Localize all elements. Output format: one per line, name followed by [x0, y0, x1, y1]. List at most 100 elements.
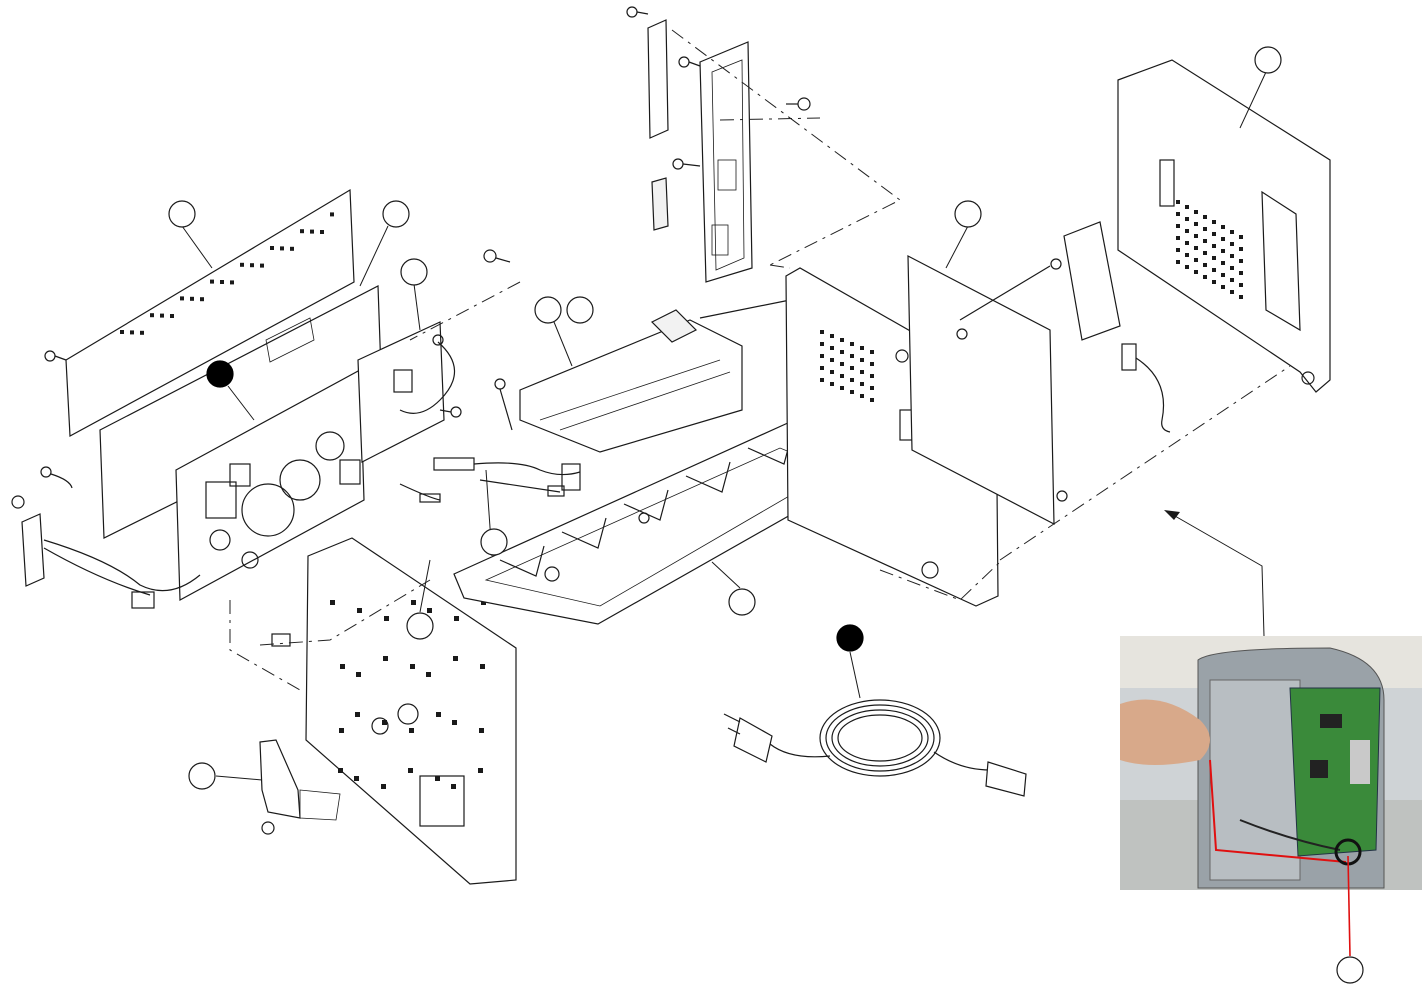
vent-hole — [1176, 200, 1180, 204]
vent-hole — [210, 280, 214, 284]
frame-hole — [830, 370, 834, 374]
vent-hole — [1194, 270, 1198, 274]
vent-hole — [1203, 239, 1207, 243]
callout-circle-icon — [169, 201, 195, 227]
frame-hole — [383, 656, 388, 661]
screw-icon — [262, 822, 274, 834]
vent-hole — [1239, 295, 1243, 299]
frame-hole — [338, 768, 343, 773]
photo-inset — [1120, 636, 1422, 890]
vent-hole — [1221, 261, 1225, 265]
frame-hole — [870, 374, 874, 378]
rear-shield-cover — [1064, 60, 1330, 432]
callout-filled-icon — [837, 625, 863, 651]
frame-hole — [820, 342, 824, 346]
frame-hole — [411, 600, 416, 605]
frame-hole — [356, 672, 361, 677]
screw-icon — [1057, 491, 1067, 501]
frame-hole — [820, 366, 824, 370]
vent-hole — [1239, 283, 1243, 287]
vent-hole — [1230, 278, 1234, 282]
vent-hole — [330, 212, 334, 216]
vent-hole — [1221, 273, 1225, 277]
frame-hole — [830, 346, 834, 350]
vent-hole — [1212, 244, 1216, 248]
vent-hole — [1185, 265, 1189, 269]
vent-hole — [1212, 256, 1216, 260]
vent-hole — [1212, 220, 1216, 224]
frame-hole — [870, 398, 874, 402]
vent-hole — [220, 280, 224, 284]
vent-hole — [280, 246, 284, 250]
frame-hole — [860, 346, 864, 350]
callout-circle-icon — [1255, 47, 1281, 73]
vent-hole — [1185, 217, 1189, 221]
callout-filled-icon — [207, 361, 233, 387]
frame-hole — [840, 362, 844, 366]
vent-hole — [1194, 258, 1198, 262]
frame-hole — [354, 776, 359, 781]
frame-hole — [479, 728, 484, 733]
frame-hole — [357, 608, 362, 613]
vent-hole — [1203, 263, 1207, 267]
frame-hole — [850, 342, 854, 346]
vent-hole — [1239, 271, 1243, 275]
vent-hole — [300, 229, 304, 233]
frame-hole — [355, 712, 360, 717]
vent-hole — [1176, 224, 1180, 228]
frame-hole — [451, 784, 456, 789]
vent-hole — [160, 314, 164, 318]
vent-hole — [1203, 251, 1207, 255]
frame-hole — [850, 366, 854, 370]
vent-hole — [1194, 246, 1198, 250]
vent-hole — [290, 247, 294, 251]
frame-hole — [840, 338, 844, 342]
callout-circle-icon — [189, 763, 215, 789]
screw-icon — [45, 351, 66, 361]
callout-circle-icon — [535, 297, 561, 323]
callout-circle-icon — [401, 259, 427, 285]
screw-icon — [495, 379, 512, 430]
vent-hole — [1230, 290, 1234, 294]
frame-hole — [830, 382, 834, 386]
frame-hole — [408, 768, 413, 773]
vent-hole — [1194, 210, 1198, 214]
frame-hole — [820, 354, 824, 358]
vent-hole — [270, 246, 274, 250]
vent-hole — [1230, 266, 1234, 270]
frame-hole — [436, 712, 441, 717]
screw-icon — [679, 57, 700, 67]
vent-hole — [1221, 237, 1225, 241]
frame-hole — [870, 386, 874, 390]
vent-hole — [1185, 229, 1189, 233]
frame-hole — [381, 784, 386, 789]
frame-hole — [452, 720, 457, 725]
frame-hole — [830, 334, 834, 338]
vent-hole — [1239, 247, 1243, 251]
frame-hole — [820, 378, 824, 382]
frame-hole — [453, 656, 458, 661]
vent-hole — [1176, 248, 1180, 252]
frame-hole — [478, 768, 483, 773]
callout-circle-icon — [955, 201, 981, 227]
vent-hole — [250, 263, 254, 267]
vent-hole — [1203, 275, 1207, 279]
control-board — [358, 250, 520, 462]
screw-icon — [627, 7, 648, 17]
callout-circle-icon — [567, 297, 593, 323]
photo-pointer-arrow — [1164, 510, 1264, 636]
frame-hole — [840, 374, 844, 378]
vent-hole — [1176, 236, 1180, 240]
frame-hole — [840, 386, 844, 390]
vent-hole — [150, 313, 154, 317]
callout-circle-icon — [1337, 957, 1363, 983]
frame-hole — [860, 382, 864, 386]
power-cord — [724, 700, 1026, 796]
vent-hole — [1230, 254, 1234, 258]
vent-hole — [1185, 253, 1189, 257]
screw-icon — [673, 159, 700, 169]
vent-hole — [1221, 285, 1225, 289]
vent-hole — [1230, 230, 1234, 234]
vent-hole — [240, 263, 244, 267]
